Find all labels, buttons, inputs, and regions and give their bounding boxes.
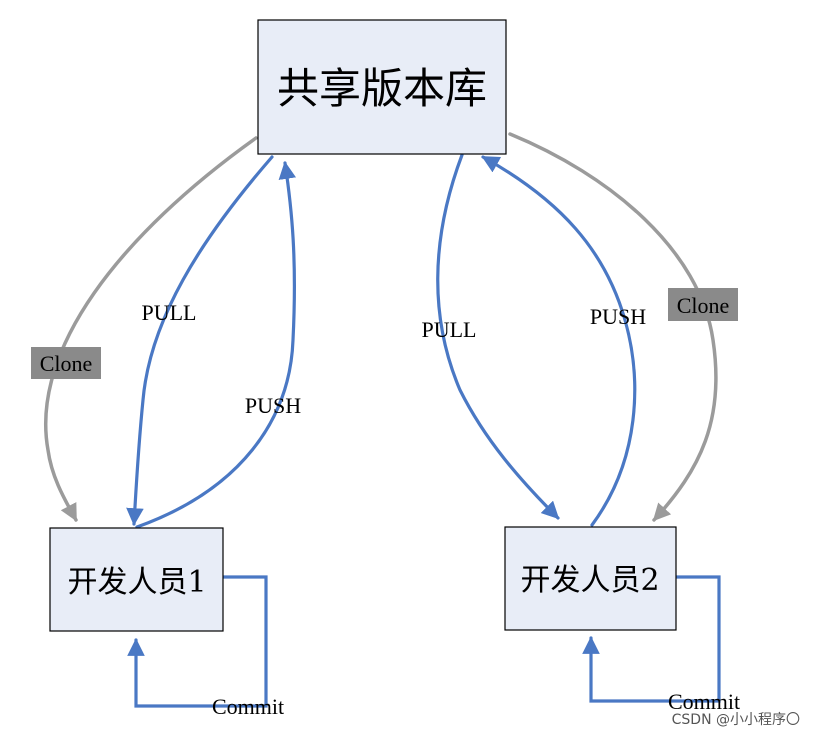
clone-label-dev2: Clone <box>677 293 730 318</box>
csdn-watermark: CSDN @小小程序〇 <box>672 712 800 728</box>
developer2-node: 开发人员2 <box>504 526 677 631</box>
pull-label-dev1: PULL <box>142 300 197 325</box>
push-arrow-dev1 <box>135 161 297 529</box>
push-label-dev1: PUSH <box>245 393 301 418</box>
clone-label-dev1: Clone <box>40 351 93 376</box>
clone-label-dev2-group: Clone <box>668 288 738 321</box>
commit-loop-dev1 <box>127 575 268 708</box>
commit-loop-dev2 <box>582 575 721 703</box>
pull-arrow-dev2 <box>436 153 560 520</box>
clone-arrow-dev2 <box>508 132 718 522</box>
developer2-label: 开发人员2 <box>520 563 659 598</box>
shared-repository-node: 共享版本库 <box>257 19 507 155</box>
pull-label-dev2: PULL <box>422 317 477 342</box>
push-label-dev2: PUSH <box>590 304 646 329</box>
push-arrow-dev2 <box>481 155 637 527</box>
clone-arrow-dev1 <box>43 136 258 522</box>
clone-label-dev1-group: Clone <box>31 347 101 379</box>
developer1-label: 开发人员1 <box>67 565 206 600</box>
shared-repository-label: 共享版本库 <box>277 64 487 113</box>
developer1-node: 开发人员1 <box>49 527 224 632</box>
commit-label-dev1: Commit <box>212 694 284 719</box>
pull-arrow-dev1 <box>126 155 274 526</box>
commit-label-dev2: Commit <box>668 689 740 714</box>
